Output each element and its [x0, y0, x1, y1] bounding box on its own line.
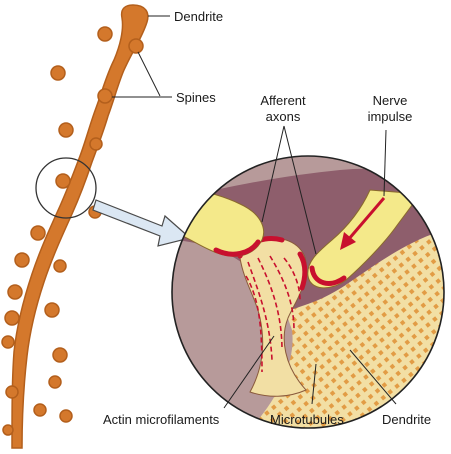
actin-filament — [283, 257, 301, 301]
spine-bumps — [1, 26, 144, 436]
spine-bump — [55, 173, 71, 189]
label-actin: Actin microfilaments — [103, 412, 220, 427]
spine-bump — [1, 335, 15, 349]
actin-filament — [257, 257, 283, 351]
spine-bump — [52, 347, 68, 363]
spine-bump — [14, 252, 30, 268]
leader-afferent-1 — [261, 125, 285, 223]
spine-bump — [4, 310, 20, 326]
label-nerve-line2: impulse — [368, 109, 413, 124]
label-microtubules: Microtubules — [270, 412, 344, 427]
leader-microtubules — [311, 363, 317, 405]
spine-bump — [89, 137, 103, 151]
label-dendrite-top: Dendrite — [174, 9, 223, 24]
label-dendrite-bottom: Dendrite — [382, 412, 431, 427]
postsynaptic-density-right — [297, 251, 308, 291]
magnify-arrow — [92, 199, 192, 247]
label-afferent-line2: axons — [266, 109, 301, 124]
label-nerve-line1: Nerve — [373, 93, 408, 108]
spine-bump — [5, 385, 19, 399]
leader-spines-upper — [137, 51, 161, 97]
actin-filament — [247, 261, 273, 361]
leader-dendrite-bottom — [349, 349, 397, 405]
magnify-source-circle — [35, 157, 97, 219]
synapse-zoom-circle — [171, 155, 445, 429]
spine-bump — [50, 65, 66, 81]
spine-bump — [2, 424, 14, 436]
leader-nerve-impulse — [383, 129, 387, 197]
actin-filament — [245, 275, 263, 373]
spine-bump — [97, 26, 113, 42]
axon-terminal-2 — [307, 189, 421, 289]
spine-bump — [44, 302, 60, 318]
spine-bump — [30, 225, 46, 241]
label-spines: Spines — [176, 90, 216, 105]
presynaptic-zone-1 — [213, 239, 261, 257]
spine-bump — [7, 284, 23, 300]
dendrite-branch — [1, 4, 149, 449]
leader-afferent-2 — [283, 125, 317, 255]
synapse-zoom — [171, 155, 445, 429]
actin-filaments — [245, 255, 301, 373]
leader-lines — [112, 15, 397, 409]
spine-bump — [128, 38, 144, 54]
presynaptic-zone-2 — [309, 265, 347, 286]
label-afferent-line1: Afferent — [260, 93, 306, 108]
spine-bump — [33, 403, 47, 417]
leader-actin — [223, 335, 275, 409]
nerve-impulse-arrow — [346, 197, 386, 241]
spine-bump — [48, 375, 62, 389]
spine-bump — [59, 409, 73, 423]
dendrite-shaft — [11, 4, 149, 449]
spine-bump — [58, 122, 74, 138]
spine-bump — [53, 259, 67, 273]
nerve-impulse-arrowhead — [340, 232, 356, 250]
spine-bump — [97, 88, 113, 104]
dendritic-spine — [238, 237, 307, 397]
